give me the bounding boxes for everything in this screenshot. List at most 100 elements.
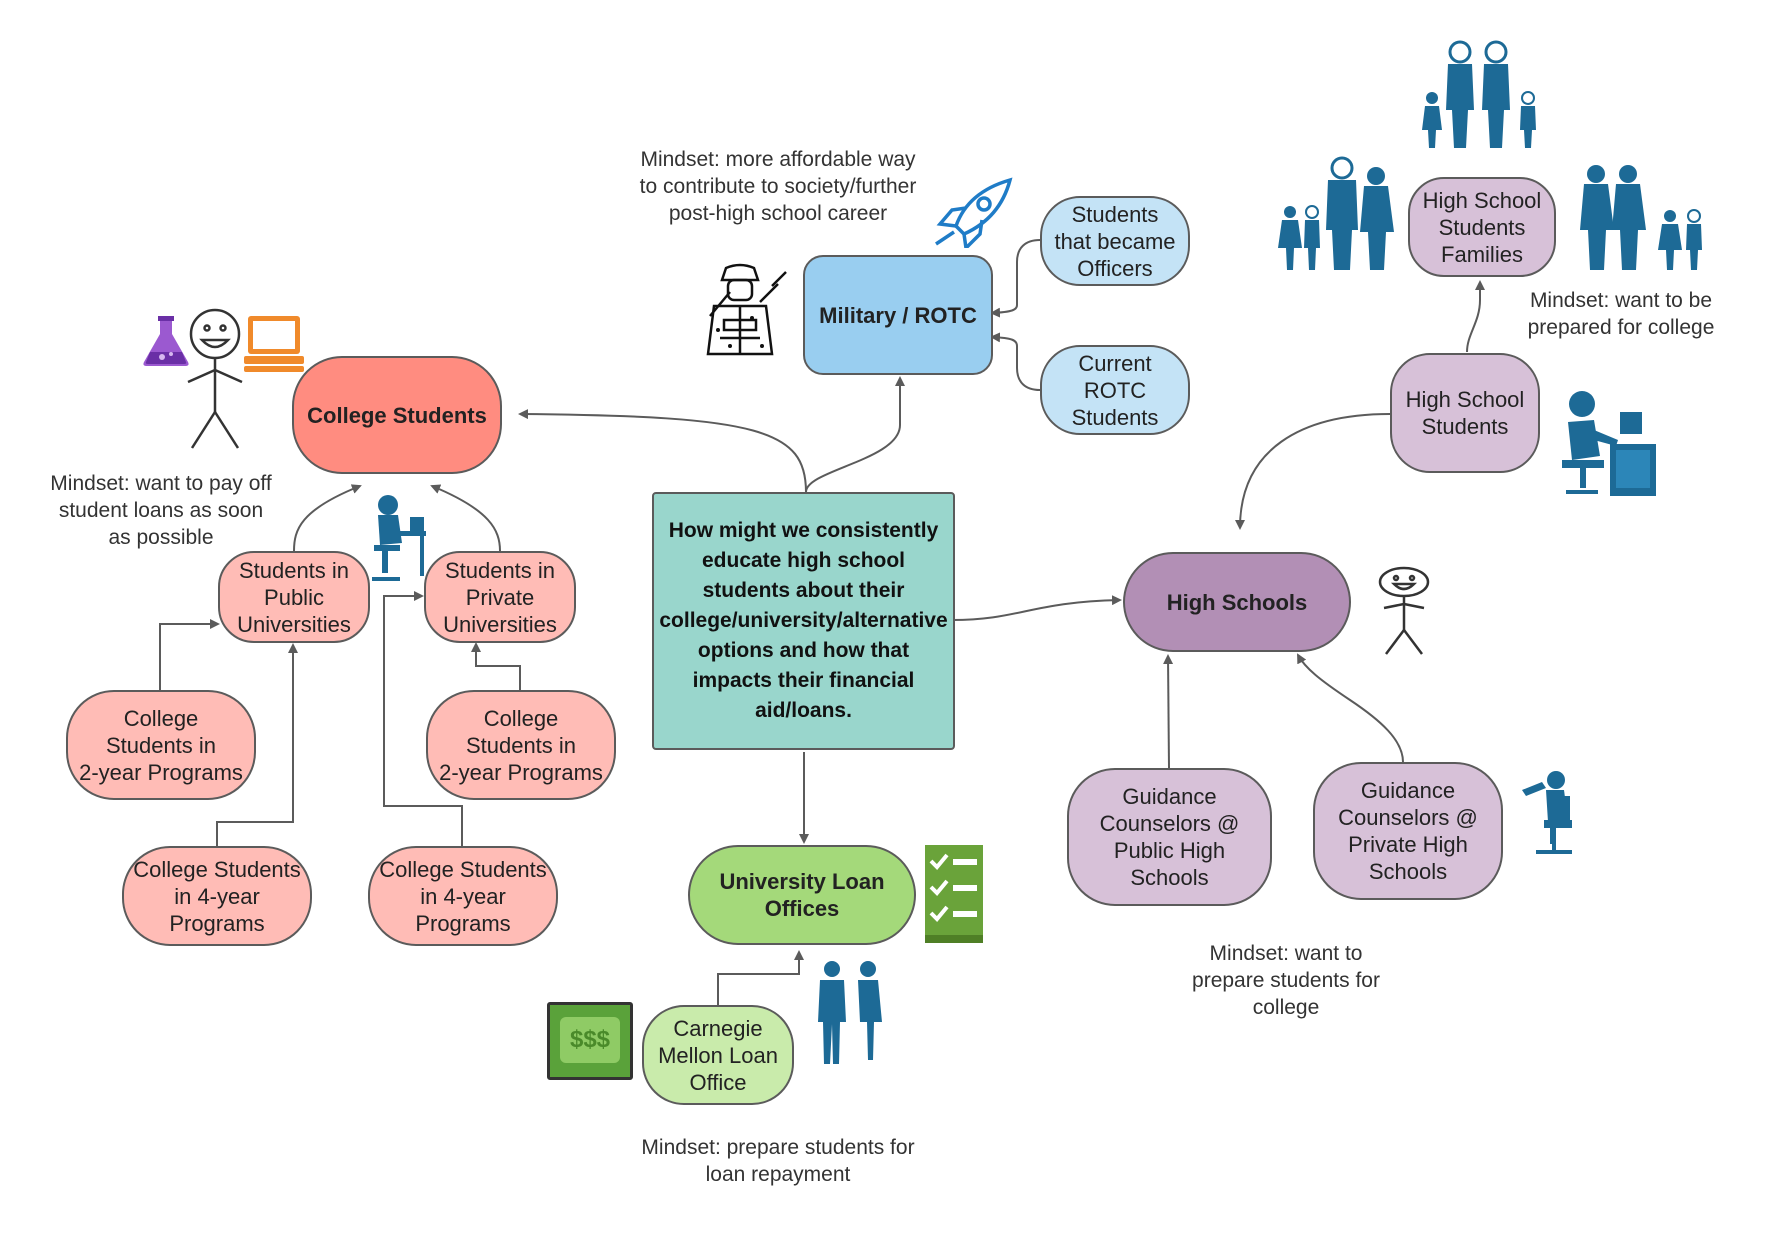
node-college-2yr-left[interactable]: College Students in 2-year Programs	[66, 690, 256, 800]
node-label: in 4-year	[174, 883, 260, 909]
note-line: Mindset: want to pay off	[50, 472, 272, 495]
stick-figure-icon	[187, 308, 243, 449]
note-line: prepare students for	[1192, 969, 1380, 992]
node-label: Universities	[443, 611, 557, 637]
money-icon: $$$	[547, 1002, 633, 1080]
node-label: ROTC	[1083, 377, 1147, 403]
node-label: High Schools	[1166, 589, 1308, 615]
connector-officers-to-military	[990, 239, 1041, 318]
node-label: Universities	[237, 611, 351, 637]
center-line: educate high school	[701, 549, 906, 572]
node-college-2yr-right[interactable]: College Students in 2-year Programs	[426, 690, 616, 800]
center-line: students about their	[702, 579, 905, 602]
note-line: student loans as soon	[58, 499, 264, 522]
connector-center-to-military	[805, 376, 905, 493]
node-label: Military / ROTC	[819, 302, 977, 328]
node-label: Programs	[169, 910, 265, 936]
family-icon	[1580, 165, 1702, 270]
node-college-4yr-right[interactable]: College Students in 4-year Programs	[368, 846, 558, 946]
note-line: post-high school career	[668, 202, 888, 225]
note-line: as possible	[108, 526, 214, 549]
connector-2yr-left-to-public	[159, 619, 220, 690]
note-line: to contribute to society/further	[639, 175, 917, 198]
node-students-became-officers[interactable]: Students that became Officers	[1040, 196, 1190, 286]
connector-public-to-college	[293, 484, 362, 552]
node-public-universities[interactable]: Students in Public Universities	[218, 551, 370, 643]
node-military-rotc[interactable]: Military / ROTC	[803, 255, 993, 375]
laptop-chair-icon	[1522, 771, 1572, 854]
node-high-school-families[interactable]: High School Students Families	[1408, 177, 1556, 277]
node-label: Students in	[444, 557, 556, 583]
node-label: Families	[1441, 241, 1523, 267]
checklist-icon	[925, 845, 983, 943]
laptop-icon	[244, 316, 304, 372]
node-label: Mellon Loan	[658, 1042, 778, 1068]
node-guidance-private[interactable]: Guidance Counselors @ Private High Schoo…	[1313, 762, 1503, 900]
node-label: Public High Schools	[1113, 838, 1226, 890]
center-line: aid/loans.	[755, 699, 852, 722]
node-label: Offices	[764, 896, 840, 921]
node-label: Current	[1078, 350, 1152, 376]
node-label: University Loan	[719, 869, 885, 894]
money-inner: $$$	[560, 1017, 620, 1063]
node-label: Office	[689, 1069, 747, 1095]
connector-center-to-highschools	[951, 595, 1122, 621]
connector-4yr-right-to-private	[383, 591, 463, 846]
center-line: How might we consistently	[668, 519, 939, 542]
flask-icon	[143, 316, 189, 366]
node-label: Students in	[465, 732, 577, 758]
node-label: College Students	[133, 856, 301, 882]
connector-rotc-to-military	[990, 332, 1041, 391]
node-label: College	[483, 705, 559, 731]
mindset-guidance: Mindset: want to prepare students for co…	[1176, 940, 1396, 1021]
node-current-rotc[interactable]: Current ROTC Students	[1040, 345, 1190, 435]
note-line: Mindset: more affordable way	[640, 148, 916, 171]
node-label: Officers	[1077, 255, 1153, 281]
node-private-universities[interactable]: Students in Private Universities	[424, 551, 576, 643]
node-label: Private High	[1348, 832, 1468, 857]
node-cmu-loan-office[interactable]: Carnegie Mellon Loan Office	[642, 1005, 794, 1105]
node-label: Counselors @	[1099, 811, 1240, 836]
note-line: Mindset: prepare students for	[641, 1136, 915, 1159]
node-label: College Students	[379, 856, 547, 882]
computer-desk-icon	[1562, 391, 1656, 496]
node-label: Counselors @	[1338, 805, 1478, 830]
node-label: Programs	[415, 910, 511, 936]
center-line: college/university/alternative	[659, 609, 948, 632]
connector-center-to-college	[518, 409, 807, 493]
node-label: in 4-year	[420, 883, 506, 909]
node-label: Schools	[1368, 859, 1448, 884]
node-label: Students in	[105, 732, 217, 758]
node-label: Guidance	[1360, 778, 1456, 803]
node-label: High School	[1422, 187, 1542, 213]
node-label: Carnegie	[673, 1015, 763, 1041]
connector-2yr-right-to-private	[471, 642, 521, 690]
node-college-students[interactable]: College Students	[292, 356, 502, 474]
soldier-icon	[706, 263, 787, 356]
mindset-families: Mindset: want to be prepared for college	[1508, 287, 1734, 341]
node-label: Students in	[238, 557, 350, 583]
connector-hsstudents-to-families	[1466, 280, 1485, 353]
node-college-4yr-left[interactable]: College Students in 4-year Programs	[122, 846, 312, 946]
stick-figure-icon	[1378, 566, 1430, 655]
family-icon	[1422, 40, 1536, 148]
node-label: High School	[1405, 387, 1525, 412]
connector-private-to-college	[430, 484, 501, 552]
connector-4yr-left-to-public	[216, 643, 298, 846]
node-high-school-students[interactable]: High School Students	[1390, 353, 1540, 473]
family-icon	[1278, 156, 1394, 270]
center-line: impacts their financial	[692, 669, 915, 692]
node-label: Students	[1438, 214, 1526, 240]
node-label: that became	[1054, 228, 1176, 254]
node-guidance-public[interactable]: Guidance Counselors @ Public High School…	[1067, 768, 1272, 906]
note-line: Mindset: want to be	[1529, 289, 1713, 312]
mindset-loan: Mindset: prepare students for loan repay…	[620, 1134, 936, 1188]
node-label: 2-year Programs	[79, 759, 243, 785]
node-university-loan-offices[interactable]: University Loan Offices	[688, 845, 916, 945]
node-high-schools[interactable]: High Schools	[1123, 552, 1351, 652]
business-people-icon	[818, 961, 882, 1064]
center-question: How might we consistently educate high s…	[652, 492, 955, 750]
rocket-icon	[935, 177, 1013, 248]
